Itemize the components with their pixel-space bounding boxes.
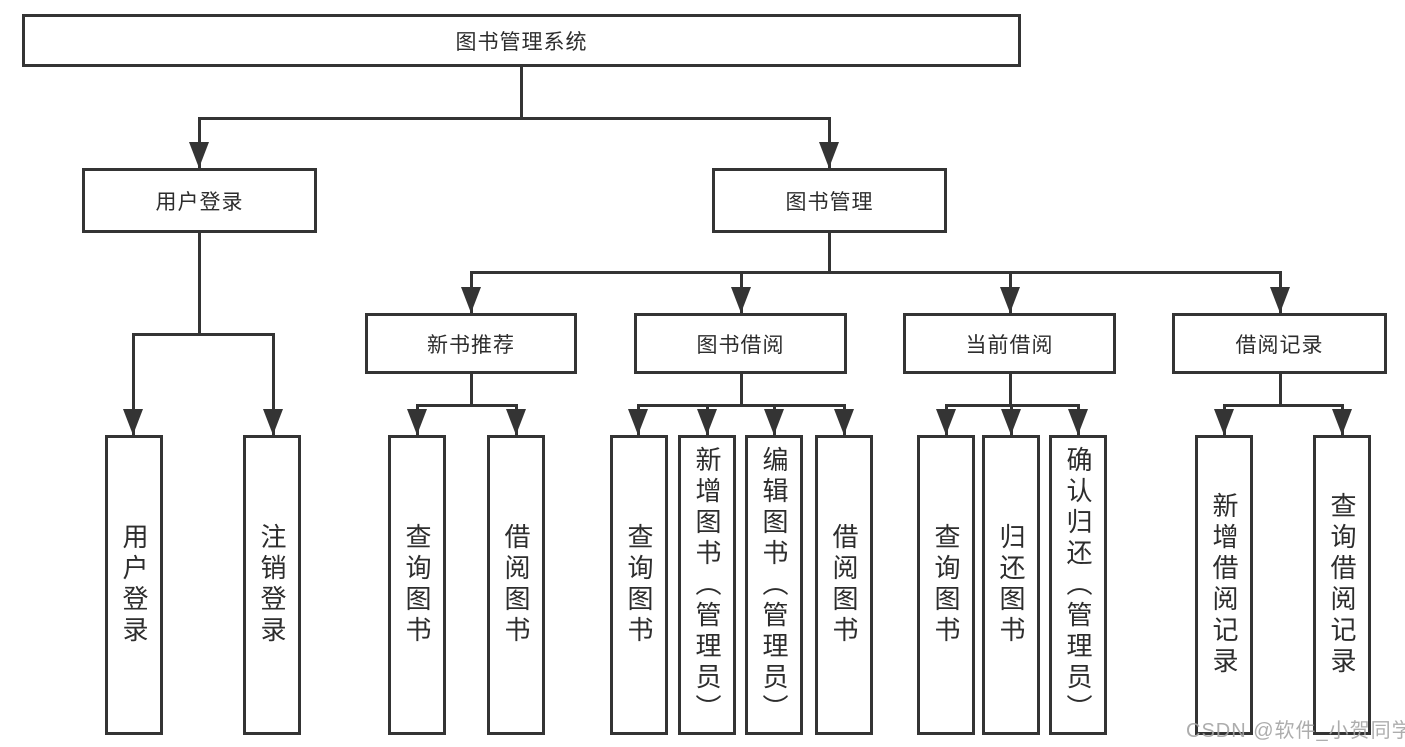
- connector-line: [417, 404, 518, 407]
- leaf-add-borrow-record: 新增借阅记录: [1195, 435, 1253, 735]
- connector-line: [197, 233, 201, 335]
- arrowhead-down-icon: [628, 409, 648, 435]
- arrowhead-down-icon: [123, 409, 143, 435]
- arrowhead-down-icon: [936, 409, 956, 435]
- node-user-login: 用户登录: [82, 168, 317, 233]
- leaf-borrow-book-1: 借阅图书: [487, 435, 545, 735]
- leaf-borrow-book-2: 借阅图书: [815, 435, 873, 735]
- watermark: CSDN @软件_小贺同学: [1186, 720, 1405, 742]
- arrowhead-down-icon: [263, 409, 283, 435]
- connector-line: [469, 374, 473, 406]
- connector-line: [271, 333, 275, 435]
- arrowhead-down-icon: [697, 409, 717, 435]
- node-new-book-recommend: 新书推荐: [365, 313, 577, 374]
- arrowhead-down-icon: [506, 409, 526, 435]
- arrowhead-down-icon: [1214, 409, 1234, 435]
- leaf-return-book: 归还图书: [982, 435, 1040, 735]
- arrowhead-down-icon: [764, 409, 784, 435]
- connector-line: [198, 117, 831, 120]
- node-library-management-system: 图书管理系统: [22, 14, 1021, 67]
- arrowhead-down-icon: [407, 409, 427, 435]
- leaf-add-book-admin: 新增图书（管理员）: [678, 435, 736, 735]
- node-book-borrow: 图书借阅: [634, 313, 847, 374]
- node-current-borrow: 当前借阅: [903, 313, 1116, 374]
- arrowhead-down-icon: [819, 142, 839, 168]
- connector-line: [1278, 374, 1282, 406]
- leaf-query-book-2: 查询图书: [610, 435, 668, 735]
- connector-line: [1008, 374, 1012, 406]
- connector-line: [519, 67, 523, 119]
- connector-line: [945, 404, 1080, 407]
- connector-line: [133, 333, 275, 336]
- arrowhead-down-icon: [1000, 287, 1020, 313]
- connector-line: [739, 374, 743, 406]
- leaf-query-book-1: 查询图书: [388, 435, 446, 735]
- arrowhead-down-icon: [1270, 287, 1290, 313]
- leaf-query-book-3: 查询图书: [917, 435, 975, 735]
- arrowhead-down-icon: [1332, 409, 1352, 435]
- arrowhead-down-icon: [731, 287, 751, 313]
- leaf-confirm-return-admin: 确认归还（管理员）: [1049, 435, 1107, 735]
- connector-line: [1224, 404, 1344, 407]
- leaf-query-borrow-record: 查询借阅记录: [1313, 435, 1371, 735]
- arrowhead-down-icon: [1001, 409, 1021, 435]
- connector-line: [827, 233, 831, 273]
- arrowhead-down-icon: [834, 409, 854, 435]
- arrowhead-down-icon: [1068, 409, 1088, 435]
- leaf-logout: 注销登录: [243, 435, 301, 735]
- connector-line: [131, 333, 135, 435]
- node-borrow-records: 借阅记录: [1172, 313, 1387, 374]
- node-book-management: 图书管理: [712, 168, 947, 233]
- leaf-edit-book-admin: 编辑图书（管理员）: [745, 435, 803, 735]
- arrowhead-down-icon: [189, 142, 209, 168]
- leaf-user-login: 用户登录: [105, 435, 163, 735]
- connector-line: [470, 271, 1282, 274]
- connector-line: [638, 404, 846, 407]
- arrowhead-down-icon: [461, 287, 481, 313]
